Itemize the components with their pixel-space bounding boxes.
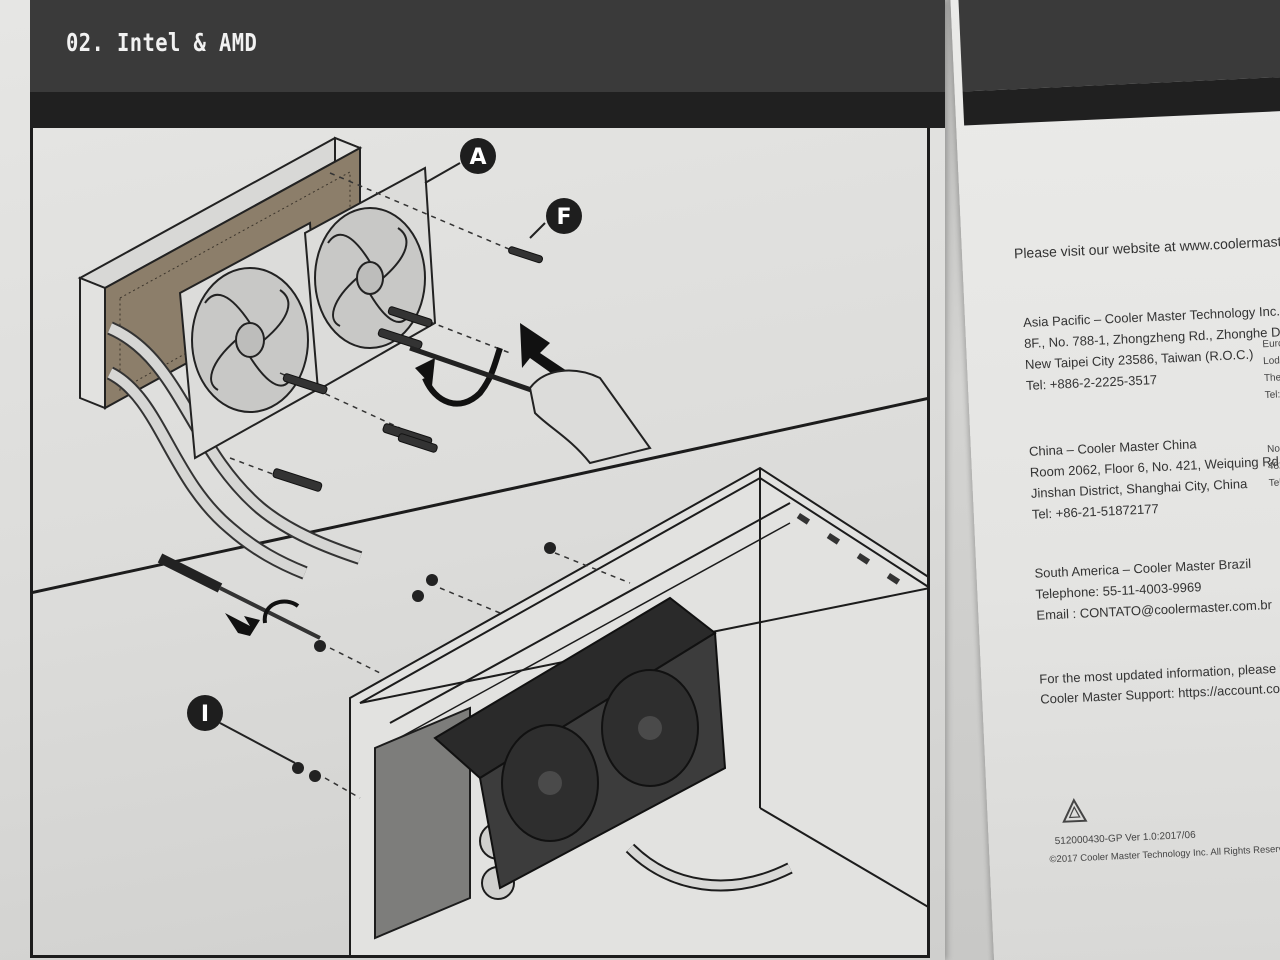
installation-illustration: A F — [30, 136, 930, 958]
manual-page-installation: 02. Intel & AMD — [0, 0, 945, 960]
push-arrow-small-icon — [225, 613, 260, 636]
step-divider — [30, 396, 930, 595]
mounting-screws — [272, 246, 544, 492]
office-line: The Neth — [1263, 371, 1280, 385]
fan-1 — [178, 221, 322, 460]
support-note: For the most updated information, please… — [1039, 656, 1280, 710]
office-line: North A — [1266, 442, 1280, 456]
office-south-america: South America – Cooler Master Brazil Tel… — [1034, 552, 1272, 626]
pc-case — [349, 466, 930, 958]
rotate-arrow-small-icon — [262, 599, 300, 624]
section-header: 02. Intel & AMD — [30, 0, 945, 92]
case-screws — [292, 542, 556, 782]
callout-a: A — [424, 138, 496, 184]
callout-f-label: F — [556, 205, 571, 230]
office-china: China – Cooler Master China Room 2062, F… — [1029, 429, 1280, 525]
callout-i: I — [187, 695, 296, 764]
callout-f: F — [529, 198, 582, 239]
illustration-frame — [30, 128, 930, 958]
office-line: Tel: +1- — [1268, 477, 1280, 490]
recycle-icon — [1062, 798, 1088, 823]
section-title: 02. Intel & AMD — [66, 28, 258, 57]
installed-radiator — [433, 596, 727, 890]
website-line: Please visit our website at www.coolerma… — [1013, 231, 1280, 262]
hand-with-screwdriver — [409, 345, 652, 465]
part-number: 512000430-GP Ver 1.0:2017/06 — [1054, 829, 1196, 848]
office-line: Europe - — [1262, 337, 1280, 351]
office-north-america-partial: North A 4820 Sc Tel: +1- — [1267, 439, 1280, 492]
callout-a-label: A — [469, 145, 486, 170]
radiator-assembly: A F — [77, 136, 652, 580]
office-line: Tel: +31- — [1264, 388, 1280, 402]
rotate-arrow-icon — [415, 347, 503, 407]
manual-page-contacts: Please visit our website at www.coolerma… — [950, 0, 1280, 960]
office-europe-partial: Europe - Lodewijk The Neth Tel: +31- — [1262, 334, 1280, 404]
office-line: Lodewijk — [1262, 354, 1280, 368]
callout-i-label: I — [201, 702, 209, 727]
case-mesh-panel — [374, 706, 471, 940]
header-band — [30, 92, 945, 128]
office-line: 4820 Sc — [1267, 459, 1280, 473]
contact-header — [958, 0, 1280, 92]
screwdriver-tool — [157, 553, 321, 640]
office-asia-pacific: Asia Pacific – Cooler Master Technology … — [1023, 299, 1280, 395]
push-arrow-icon — [520, 323, 570, 378]
